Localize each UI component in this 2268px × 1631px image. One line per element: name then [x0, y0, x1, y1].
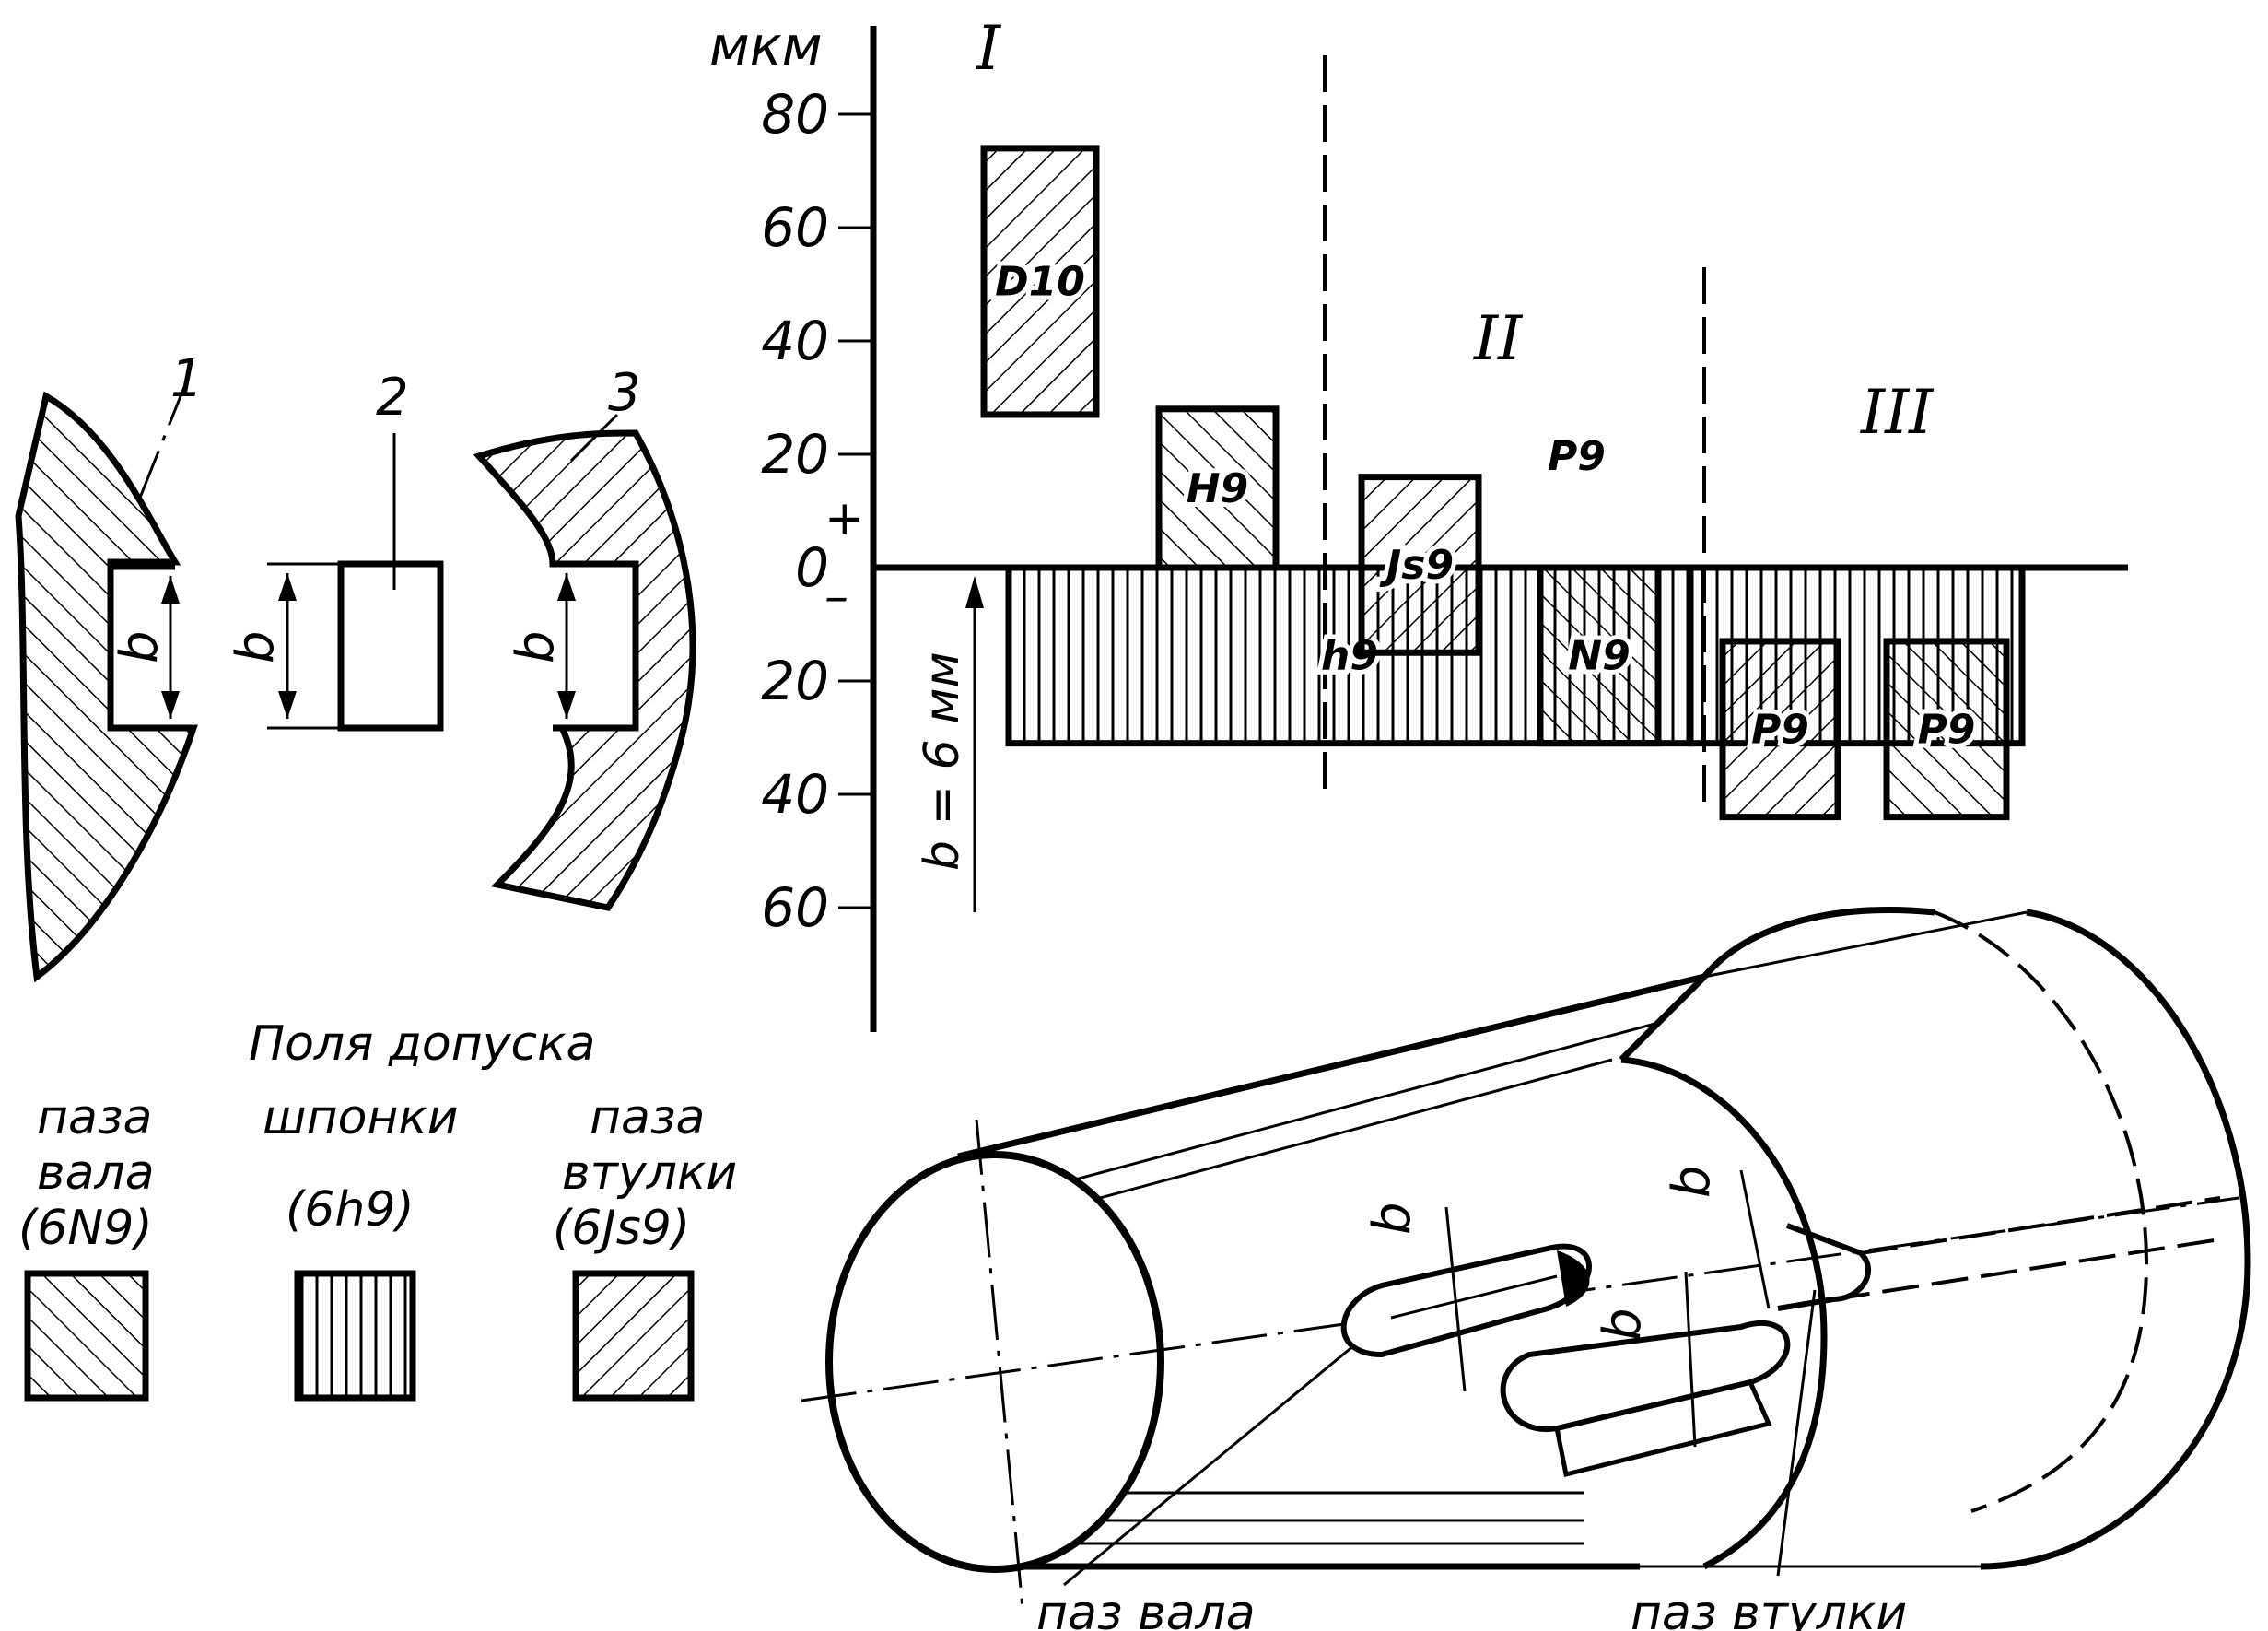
field-js9-label: Js9 — [1379, 542, 1454, 589]
legend-swatch-key — [294, 1270, 416, 1402]
section-3-hub: b 3 — [473, 363, 696, 911]
y-tick-label: 60 — [761, 876, 829, 939]
b-label-1: b — [110, 630, 170, 663]
field-n9-label: N9 — [1568, 632, 1630, 679]
legend-swatch-shaft — [24, 1270, 149, 1402]
b-dimension-label: b = 6 мм — [915, 651, 970, 871]
hub-outer-edge — [1980, 909, 2251, 1570]
shaft-slot-label: паз вала — [1036, 1586, 1256, 1631]
y-tick-label: 60 — [761, 196, 829, 259]
legend-hub-line3: (6Js9) — [553, 1201, 690, 1256]
legend-title: Поля допуска — [249, 1016, 595, 1072]
y-tick-label: 20 — [761, 650, 829, 712]
field-n9-bar — [1537, 564, 1662, 747]
part-number-3: 3 — [608, 363, 641, 423]
b-label-3: b — [506, 630, 566, 663]
legend-item-key: шпонки (6h9) — [263, 1090, 459, 1402]
p9-note: P9 — [1548, 433, 1606, 480]
shaft-top-edge — [957, 973, 1705, 1160]
minus-sign: – — [824, 569, 848, 625]
section-1-shaft: b 1 — [15, 349, 204, 983]
hub-front-edge — [1620, 1056, 1828, 1570]
hub-inner-dashed — [1934, 910, 2149, 1513]
key-b-label: b — [1593, 1308, 1653, 1341]
legend-shaft-line3: (6N9) — [18, 1201, 153, 1256]
part-number-2: 2 — [376, 368, 409, 428]
y-tick-label: 80 — [761, 83, 829, 146]
y-tick-label: 20 — [761, 423, 829, 486]
legend-shaft-line1: паза — [37, 1090, 152, 1145]
legend-hub-line1: паза — [590, 1090, 705, 1145]
hub-slot-label: паз втулки — [1631, 1586, 1907, 1631]
legend-key-line3: (6h9) — [286, 1182, 415, 1238]
shaft-end-face — [825, 1151, 1164, 1573]
plus-sign: + — [824, 491, 865, 546]
group-label-II: II — [1473, 303, 1524, 374]
y-ticks: 80 60 40 20 0 20 40 60 — [761, 83, 873, 939]
legend-item-shaft-slot: паза вала (6N9) — [18, 1090, 155, 1402]
group-label-I: I — [976, 13, 1002, 84]
field-h9-label: h9 — [1321, 632, 1378, 679]
legend-key-line1: шпонки — [263, 1090, 459, 1145]
part-number-1: 1 — [170, 349, 204, 409]
y-tick-label: 40 — [761, 763, 829, 826]
field-js9-bar — [1358, 474, 1482, 656]
hub-slot-leader — [1776, 1289, 1817, 1577]
group-label-III: III — [1860, 377, 1935, 448]
legend-swatch-hub — [572, 1270, 695, 1402]
field-h9-label: H9 — [1187, 465, 1248, 512]
field-d10-label: D10 — [995, 258, 1085, 305]
b-label-2: b — [226, 630, 286, 663]
legend: Поля допуска паза вала (6N9) шпонки (6h9… — [18, 1016, 737, 1402]
shaft-b-dimension — [1444, 1206, 1467, 1392]
hub-b-dimension — [1739, 1169, 1771, 1309]
shaft-shading — [1031, 1021, 1659, 1545]
shaft-axis — [801, 1196, 2239, 1402]
field-p9-label: P9 — [1751, 706, 1809, 753]
shaft-slot-leader — [1063, 1344, 1355, 1587]
legend-item-hub-slot: паза втулки (6Js9) — [553, 1090, 737, 1402]
field-p9-label: P9 — [1918, 706, 1976, 753]
field-d10-bar — [980, 145, 1100, 418]
field-h9-bar — [1155, 405, 1280, 571]
field-p9-bar — [1719, 638, 1841, 821]
shaft-b-label: b — [1362, 1202, 1422, 1235]
y-axis-unit: мкм — [709, 15, 823, 77]
shaft-keyway — [1340, 1243, 1592, 1358]
legend-hub-line2: втулки — [562, 1145, 737, 1201]
field-p9-bar — [1883, 638, 2010, 821]
hub-b-label: b — [1662, 1165, 1722, 1198]
y-tick-label: 40 — [761, 310, 829, 372]
y-tick-label: 0 — [795, 536, 829, 599]
legend-shaft-line2: вала — [37, 1145, 155, 1201]
tolerance-chart: мкм 80 60 40 20 0 20 40 60 + – b = 6 мм I II II… — [709, 13, 2128, 1032]
shaft-hub-drawing: b b b паз вала паз втулки — [801, 907, 2251, 1631]
section-2-key: b 2 — [226, 368, 444, 732]
key-b-dimension — [1684, 1271, 1697, 1448]
